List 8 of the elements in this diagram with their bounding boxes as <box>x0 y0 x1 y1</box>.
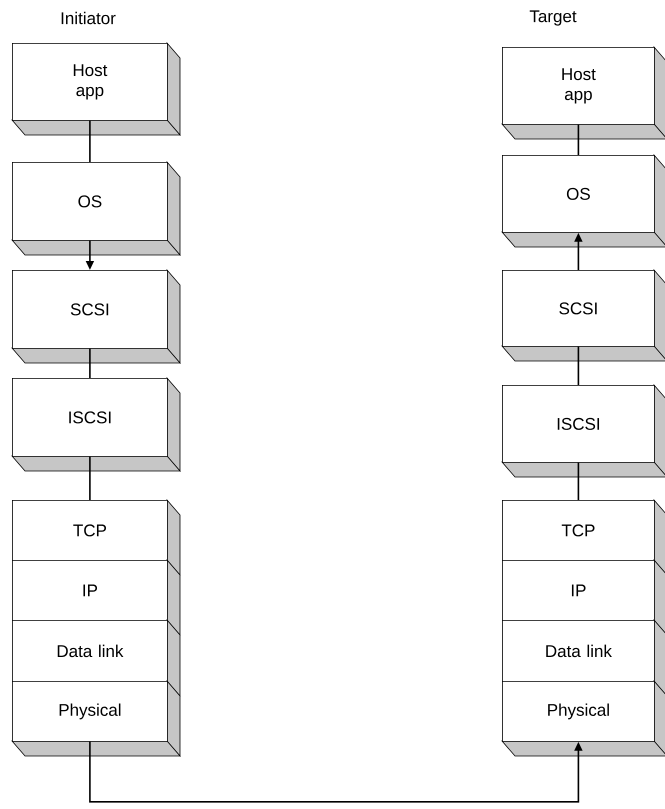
connector <box>89 120 91 162</box>
column-heading: Initiator <box>62 12 116 24</box>
connector <box>578 124 580 155</box>
column-heading: Target <box>530 10 576 26</box>
connector <box>89 348 91 378</box>
connector <box>578 346 580 385</box>
connector <box>89 456 91 500</box>
connector <box>578 462 580 500</box>
